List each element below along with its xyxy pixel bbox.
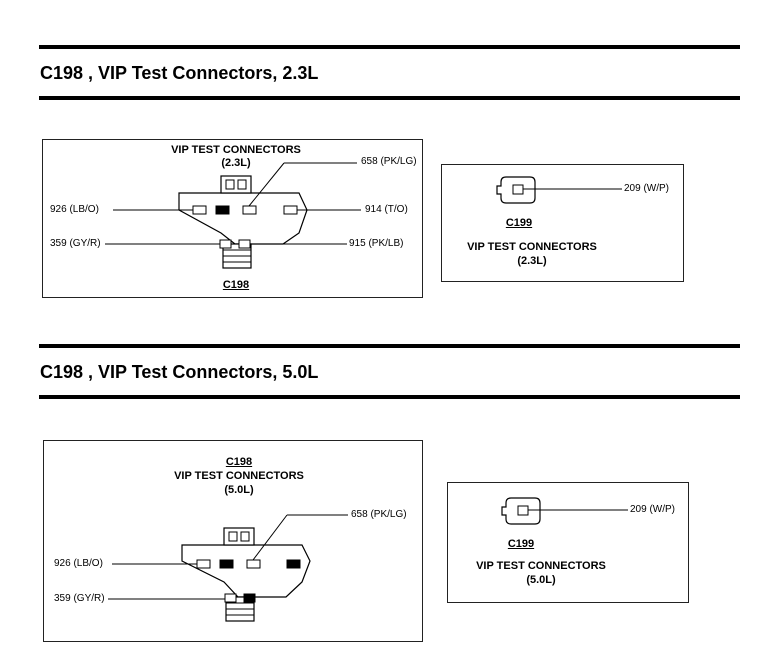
connector-id-label: C198	[222, 279, 250, 291]
c198-connector-drawing	[105, 162, 361, 269]
wire-label: 209 (W/P)	[624, 183, 670, 194]
wire-label-left-top: 926 (LB/O)	[50, 204, 99, 215]
pin	[517, 505, 529, 516]
connector-id-label: C199	[505, 217, 533, 229]
pin	[215, 205, 230, 215]
panel-heading: VIP TEST CONNECTORS	[467, 241, 597, 253]
section-title: C198 , VIP Test Connectors, 5.0L	[40, 362, 319, 382]
section-top-rule	[39, 344, 740, 348]
wire-label-right-diag: 658 (PK/LG)	[351, 509, 407, 520]
pin	[219, 239, 232, 249]
pin	[283, 205, 298, 215]
section-bottom-rule	[39, 395, 740, 399]
panel-subheading: (2.3L)	[517, 255, 547, 267]
connector-id-label: C198	[225, 456, 253, 468]
wire-label-right-mid: 914 (T/O)	[365, 204, 408, 215]
c199-diagram-panel: 209 (W/P) C199 VIP TEST CONNECTORS (5.0L…	[447, 482, 689, 603]
panel-subheading: (5.0L)	[224, 484, 254, 496]
panel-subheading: (5.0L)	[526, 574, 556, 586]
pin	[286, 559, 301, 569]
c199-connector-drawing	[496, 176, 622, 204]
c199-diagram-panel: 209 (W/P) C199 VIP TEST CONNECTORS (2.3L…	[441, 164, 684, 282]
pin	[243, 593, 256, 603]
wire-label-right-diag: 658 (PK/LG)	[361, 156, 417, 167]
pin	[224, 593, 237, 603]
c198-connector-drawing	[108, 514, 348, 622]
wire-label-right-bottom: 915 (PK/LB)	[349, 238, 404, 249]
panel-heading: VIP TEST CONNECTORS	[174, 470, 304, 482]
panel-heading: VIP TEST CONNECTORS	[476, 560, 606, 572]
wire-label-left-top: 926 (LB/O)	[54, 558, 103, 569]
pin	[192, 205, 207, 215]
pin	[242, 205, 257, 215]
section-bottom-rule	[39, 96, 740, 100]
section-title: C198 , VIP Test Connectors, 2.3L	[40, 63, 319, 83]
pin	[512, 184, 524, 195]
connector-body	[181, 544, 311, 598]
pin	[219, 559, 234, 569]
wire-label: 209 (W/P)	[630, 504, 676, 515]
connector-body	[178, 192, 308, 245]
wire-label-left-bottom: 359 (GY/R)	[50, 238, 101, 249]
panel-heading: VIP TEST CONNECTORS	[171, 144, 301, 156]
pin	[246, 559, 261, 569]
c199-connector-drawing	[501, 497, 628, 525]
section-top-rule	[39, 45, 740, 49]
panel-subheading: (2.3L)	[221, 157, 251, 169]
c198-diagram-panel: C198 VIP TEST CONNECTORS (5.0L) 926 (LB/…	[43, 440, 423, 642]
wire-label-left-bottom: 359 (GY/R)	[54, 593, 105, 604]
pin	[238, 239, 251, 249]
c198-diagram-panel: VIP TEST CONNECTORS (2.3L) 926 (LB/O) 35…	[42, 139, 423, 298]
pin	[196, 559, 211, 569]
connector-id-label: C199	[507, 538, 535, 550]
